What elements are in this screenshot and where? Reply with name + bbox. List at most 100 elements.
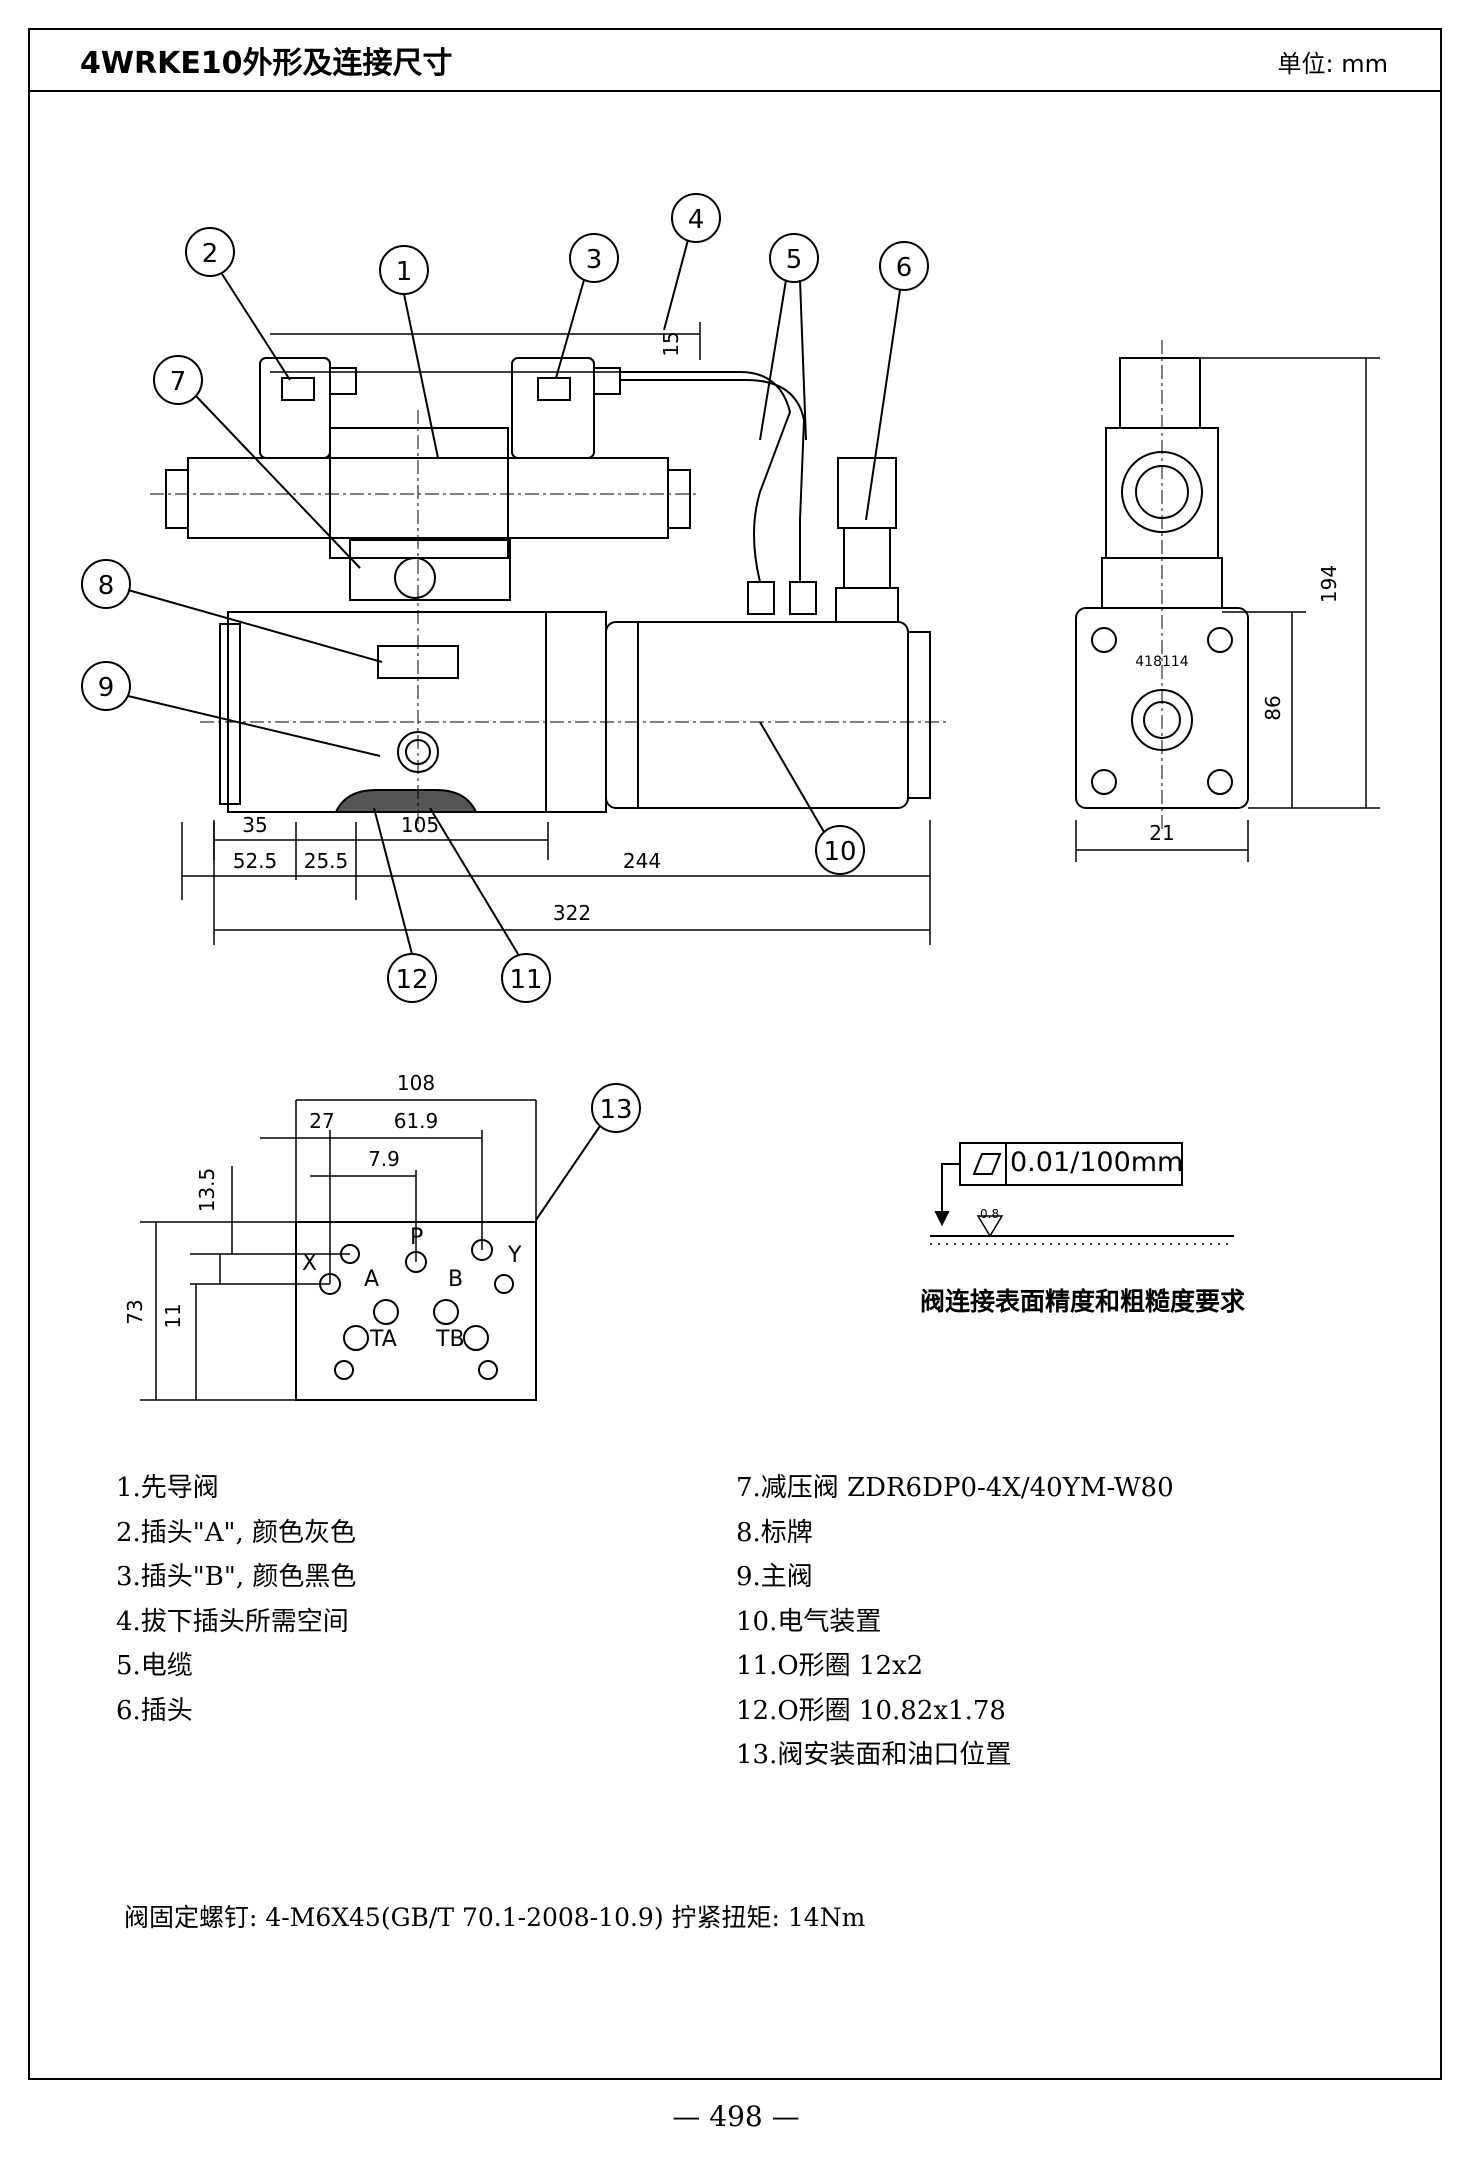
tolerance-value: 0.01/100mm bbox=[1010, 1147, 1184, 1178]
side-view bbox=[1075, 340, 1249, 830]
cable-2 bbox=[620, 379, 806, 582]
balloon-labels: 1 2 3 4 5 6 7 8 9 10 12 11 13 bbox=[98, 205, 913, 1125]
plug-6-base bbox=[835, 587, 899, 623]
reducing-valve-knob bbox=[394, 557, 436, 599]
cable-1 bbox=[620, 371, 792, 583]
plug-b-icon bbox=[537, 377, 571, 401]
balloon-4: 4 bbox=[688, 205, 705, 235]
legend-item: 3.插头"B", 颜色黑色 bbox=[116, 1562, 357, 1592]
legend-item: 2.插头"A", 颜色灰色 bbox=[116, 1517, 357, 1548]
side-bolt-2 bbox=[1207, 627, 1233, 653]
roughness-value: 0.8 bbox=[980, 1207, 999, 1221]
dim-105: 105 bbox=[401, 813, 439, 837]
balloon-13: 13 bbox=[599, 1095, 632, 1125]
main-valve-body bbox=[227, 611, 547, 813]
unit-label: 单位: mm bbox=[1277, 50, 1388, 78]
legend-item: 4.拔下插头所需空间 bbox=[116, 1606, 349, 1637]
tolerance-symbol bbox=[930, 1142, 1234, 1245]
electronics-cap bbox=[907, 631, 931, 799]
tolerance-arrow-icon bbox=[934, 1211, 950, 1227]
mounting-dimensions bbox=[140, 1099, 537, 1401]
dim-52-5: 52.5 bbox=[233, 849, 278, 873]
roughness-icon bbox=[976, 1215, 1004, 1238]
port-ta bbox=[343, 1325, 369, 1351]
dim-244: 244 bbox=[623, 849, 661, 873]
front-dimensions bbox=[181, 322, 931, 945]
legend-item: 8.标牌 bbox=[736, 1517, 813, 1548]
balloon-5: 5 bbox=[786, 245, 803, 275]
right-nut bbox=[667, 469, 691, 529]
legend-item: 11.O形圈 12x2 bbox=[736, 1651, 924, 1681]
mounting-bolt-note: 阀固定螺钉: 4-M6X45(GB/T 70.1-2008-10.9) 拧紧扭矩… bbox=[124, 1903, 866, 1932]
balloon-12: 12 bbox=[395, 965, 428, 995]
page-number: — 498 — bbox=[672, 2100, 800, 2133]
dim-21: 21 bbox=[1149, 821, 1174, 845]
dim-108: 108 bbox=[397, 1071, 435, 1095]
balloon-11: 11 bbox=[509, 965, 542, 995]
port-label-tb: TB bbox=[435, 1327, 465, 1352]
dim-7-9: 7.9 bbox=[368, 1147, 400, 1171]
port-label-y: Y bbox=[507, 1243, 522, 1268]
dim-194: 194 bbox=[1317, 565, 1341, 603]
electronics-housing bbox=[605, 621, 909, 809]
o-ring-section bbox=[334, 789, 478, 813]
port-a bbox=[373, 1299, 399, 1325]
dim-86: 86 bbox=[1261, 695, 1285, 720]
side-nameplate: 418114 bbox=[1135, 654, 1189, 670]
port-label-b: B bbox=[448, 1267, 463, 1292]
bolt-hole-2 bbox=[478, 1360, 498, 1380]
bolt-hole-1 bbox=[334, 1360, 354, 1380]
page-title: 4WRKE10外形及连接尺寸 bbox=[80, 46, 453, 81]
dim-322: 322 bbox=[553, 901, 591, 925]
gland-1 bbox=[747, 581, 775, 615]
plug-6-body bbox=[843, 527, 891, 589]
balloon-6: 6 bbox=[896, 253, 913, 283]
port-b bbox=[433, 1299, 459, 1325]
balloon-9: 9 bbox=[98, 673, 115, 703]
dim-35: 35 bbox=[242, 813, 267, 837]
legend-right: 7.减压阀 ZDR6DP0-4X/40YM-W80 8.标牌 9.主阀 10.电… bbox=[736, 1466, 1174, 1778]
legend-item: 7.减压阀 ZDR6DP0-4X/40YM-W80 bbox=[736, 1473, 1174, 1503]
port-label-a: A bbox=[364, 1267, 379, 1292]
dim-25-5: 25.5 bbox=[304, 849, 349, 873]
dim-61-9: 61.9 bbox=[394, 1109, 439, 1133]
legend-item: 9.主阀 bbox=[736, 1562, 813, 1592]
side-bolt-4 bbox=[1207, 769, 1233, 795]
legend-left: 1.先导阀 2.插头"A", 颜色灰色 3.插头"B", 颜色黑色 4.拔下插头… bbox=[116, 1466, 356, 1733]
front-view bbox=[150, 357, 950, 830]
side-bolt-3 bbox=[1091, 769, 1117, 795]
dim-13-5: 13.5 bbox=[195, 1168, 219, 1213]
dim-11: 11 bbox=[161, 1303, 185, 1328]
plug-a-icon bbox=[281, 377, 315, 401]
left-nut bbox=[165, 469, 189, 529]
main-valve-endcap bbox=[219, 623, 241, 805]
legend-item: 5.电缆 bbox=[116, 1651, 193, 1681]
dim-15: 15 bbox=[659, 331, 683, 356]
legend-item: 10.电气装置 bbox=[736, 1606, 882, 1637]
plug-a bbox=[259, 357, 331, 459]
tolerance-leader bbox=[941, 1163, 960, 1222]
port-label-ta: TA bbox=[369, 1327, 397, 1352]
balloon-7: 7 bbox=[170, 367, 187, 397]
balloon-2: 2 bbox=[202, 239, 219, 269]
plug-a-screw bbox=[329, 367, 357, 395]
port-tb bbox=[463, 1325, 489, 1351]
side-dimensions bbox=[1075, 357, 1380, 862]
side-plug bbox=[1119, 357, 1201, 429]
plug-b bbox=[511, 357, 595, 459]
pilot-solenoid-body bbox=[187, 457, 669, 539]
flatness-icon bbox=[972, 1153, 1002, 1175]
dim-73: 73 bbox=[123, 1299, 147, 1324]
port-label-x: X bbox=[302, 1251, 317, 1276]
reducing-valve bbox=[349, 539, 511, 601]
gland-2 bbox=[789, 581, 817, 615]
balloon-8: 8 bbox=[98, 571, 115, 601]
main-valve-flange bbox=[545, 611, 607, 813]
page-frame bbox=[28, 28, 1442, 2080]
balloon-1: 1 bbox=[396, 257, 413, 287]
legend-item: 13.阀安装面和油口位置 bbox=[736, 1740, 1012, 1770]
balloon-10: 10 bbox=[823, 837, 856, 867]
legend-item: 6.插头 bbox=[116, 1695, 193, 1726]
header-divider bbox=[28, 90, 1442, 92]
